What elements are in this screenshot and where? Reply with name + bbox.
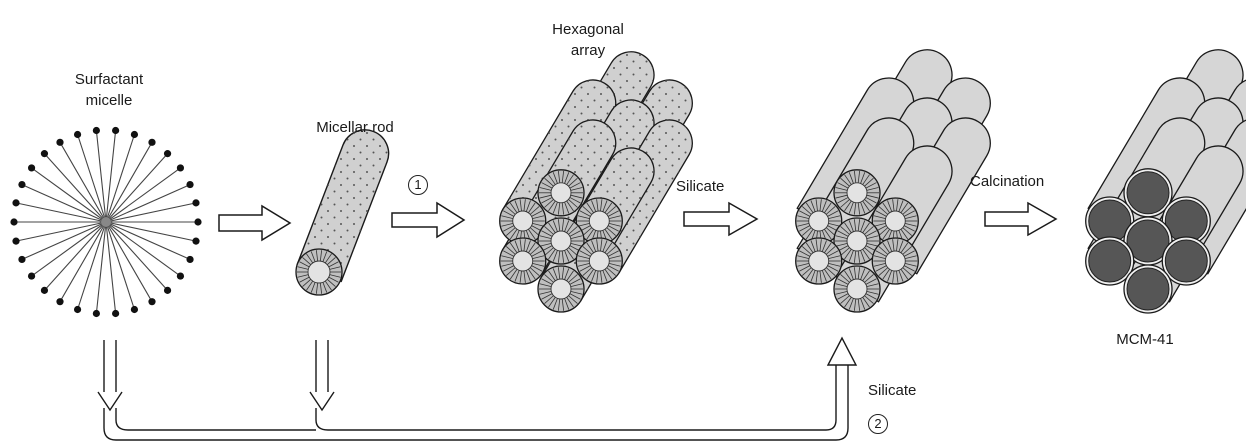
- micellar-rod-end-face: [296, 249, 342, 295]
- surfactant-head: [131, 131, 138, 138]
- surfactant-tail: [106, 222, 168, 290]
- surfactant-rod-face: [500, 238, 546, 284]
- step-1-marker: 1: [408, 175, 428, 195]
- label-mcm-41: MCM-41: [1100, 330, 1190, 349]
- surfactant-head: [12, 199, 19, 206]
- surfactant-rod-face: [538, 170, 584, 216]
- silicate-rod-face: [796, 238, 842, 284]
- surfactant-head: [12, 238, 19, 245]
- surfactant-tail: [106, 222, 190, 259]
- route-2-pipe: [98, 338, 856, 440]
- surfactant-head: [28, 164, 35, 171]
- surfactant-head: [148, 298, 155, 305]
- label-silicate-bottom: Silicate: [868, 381, 958, 400]
- mcm-pore: [1127, 172, 1169, 214]
- surfactant-head: [164, 287, 171, 294]
- surfactant-head: [41, 287, 48, 294]
- label-surfactant-micelle-2: micelle: [54, 91, 164, 110]
- mcm-pore: [1165, 240, 1207, 282]
- mcm-41-structure: [1086, 50, 1246, 313]
- surfactant-head: [194, 218, 201, 225]
- surfactant-head: [93, 310, 100, 317]
- surfactant-head: [192, 238, 199, 245]
- label-hexagonal-array-2: array: [528, 41, 648, 60]
- surfactant-tail: [22, 185, 106, 222]
- surfactant-head: [148, 139, 155, 146]
- surfactant-tail: [44, 222, 106, 290]
- surfactant-head: [18, 181, 25, 188]
- silicate-rod-face: [872, 238, 918, 284]
- label-surfactant-micelle-1: Surfactant: [54, 70, 164, 89]
- surfactant-head: [192, 199, 199, 206]
- surfactant-head: [10, 218, 17, 225]
- surfactant-head: [28, 272, 35, 279]
- mcm-pore: [1089, 240, 1131, 282]
- silicate-rod-face: [834, 170, 880, 216]
- surfactant-head: [177, 272, 184, 279]
- step-2-marker: 2: [868, 414, 888, 434]
- surfactant-head: [41, 150, 48, 157]
- label-micellar-rod: Micellar rod: [290, 118, 420, 137]
- label-silicate-top: Silicate: [676, 177, 766, 196]
- arrow-route-1: [392, 203, 464, 237]
- surfactant-head: [186, 256, 193, 263]
- surfactant-head: [74, 306, 81, 313]
- surfactant-tail: [106, 154, 168, 222]
- surfactant-head: [18, 256, 25, 263]
- surfactant-rod-face: [576, 238, 622, 284]
- surfactant-tail: [106, 185, 190, 222]
- surfactant-micelle: [10, 127, 201, 317]
- hexagonal-array: [500, 52, 693, 312]
- surfactant-head: [112, 310, 119, 317]
- micelle-core: [101, 217, 111, 227]
- label-calcination: Calcination: [970, 172, 1080, 191]
- surfactant-tail: [44, 154, 106, 222]
- surfactant-head: [93, 127, 100, 134]
- micellar-rod: [296, 130, 389, 295]
- arrow-silicate: [684, 203, 757, 235]
- mcm-pore: [1127, 268, 1169, 310]
- surfactant-head: [74, 131, 81, 138]
- surfactant-head: [56, 139, 63, 146]
- silicate-coated-array: [796, 50, 991, 312]
- label-hexagonal-array-1: Hexagonal: [528, 20, 648, 39]
- surfactant-rod-face: [538, 266, 584, 312]
- arrow-calcination: [985, 203, 1056, 235]
- surfactant-head: [56, 298, 63, 305]
- surfactant-head: [112, 127, 119, 134]
- silicate-rod-face: [834, 266, 880, 312]
- surfactant-head: [131, 306, 138, 313]
- arrow-micelle-to-rod: [219, 206, 290, 240]
- surfactant-head: [164, 150, 171, 157]
- surfactant-head: [177, 164, 184, 171]
- surfactant-tail: [22, 222, 106, 259]
- surfactant-head: [186, 181, 193, 188]
